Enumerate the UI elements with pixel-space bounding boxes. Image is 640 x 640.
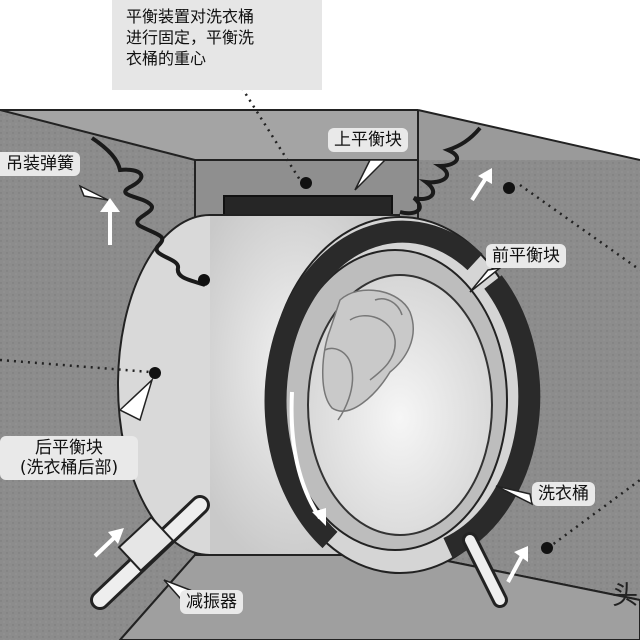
rear-balance-label: 后平衡块 (洗衣桶后部) — [0, 436, 138, 480]
damper-right — [462, 532, 508, 608]
front-balance-label: 前平衡块 — [486, 244, 566, 268]
balance-description-note: 平衡装置对洗衣桶 进行固定，平衡洗 衣桶的重心 — [112, 0, 322, 90]
bolt-icon — [503, 182, 515, 194]
spring-right — [399, 126, 482, 216]
leader-lines — [0, 87, 640, 550]
rotation-arrow — [289, 391, 322, 520]
clothes-illustration — [322, 289, 414, 421]
damper-label: 减振器 — [180, 590, 243, 614]
spring-left — [90, 136, 206, 287]
bolt-icon — [541, 542, 553, 554]
motion-arrows — [93, 168, 528, 583]
front-balance-arc-right — [443, 275, 541, 559]
edge-character: 头 — [612, 581, 639, 611]
bolt-icon — [198, 274, 210, 286]
bolt-markers — [149, 177, 553, 554]
damper-left — [90, 495, 210, 610]
cabinet-top — [0, 110, 418, 160]
callout-pointers — [78, 159, 534, 600]
spring-label: 吊装弹簧 — [0, 152, 80, 176]
rotation-arrow-head — [312, 508, 326, 526]
front-balance-arc — [264, 220, 483, 549]
upper-balance-label: 上平衡块 — [328, 128, 408, 152]
tub-label: 洗衣桶 — [532, 482, 595, 506]
bolt-icon — [149, 367, 161, 379]
bolt-icon — [300, 177, 312, 189]
